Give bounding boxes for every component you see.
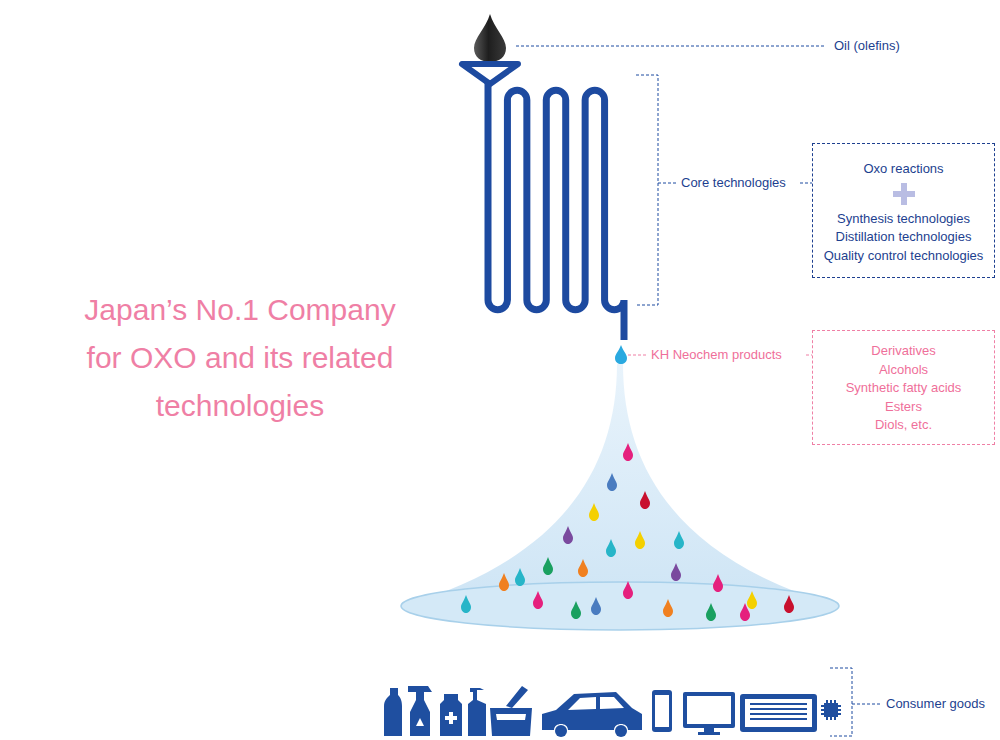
pump-icon <box>468 688 486 736</box>
color-drop <box>589 503 599 521</box>
chip-pin <box>830 717 832 720</box>
chip-icon <box>824 703 838 717</box>
chip-pin <box>826 717 828 720</box>
car-icon <box>542 692 642 730</box>
box-text: Synthesis technologies <box>819 210 988 229</box>
color-drop <box>706 603 716 621</box>
product-drop <box>615 345 627 364</box>
color-drop <box>571 601 581 619</box>
chip-pin <box>834 700 836 703</box>
color-drop <box>563 526 573 544</box>
spray-base <box>401 582 839 630</box>
color-drop <box>623 581 633 599</box>
leader-line <box>516 46 826 47</box>
color-drop <box>640 491 650 509</box>
color-drop <box>635 531 645 549</box>
vent-line <box>750 703 807 705</box>
color-drop <box>713 574 723 592</box>
aircon-icon <box>740 694 817 732</box>
monitor-icon <box>683 692 735 728</box>
color-drop <box>674 531 684 549</box>
callout-label: Core technologies <box>681 175 786 191</box>
box-text: Alcohols <box>819 361 988 380</box>
chip-pin <box>834 717 836 720</box>
chip-pin <box>830 700 832 703</box>
vent-line <box>750 713 807 715</box>
box-text: Oxo reactions <box>819 160 988 179</box>
color-drop <box>515 568 525 586</box>
plus-sign <box>892 182 916 206</box>
bracket <box>830 668 852 736</box>
box-text: Quality control technologies <box>819 247 988 266</box>
consumer-icons <box>384 686 841 737</box>
color-drop <box>578 559 588 577</box>
spray-icon <box>408 686 432 736</box>
color-drop <box>533 591 543 609</box>
dashed-box: DerivativesAlcoholsSynthetic fatty acids… <box>812 330 995 445</box>
medicine-icon <box>440 694 462 736</box>
bracket <box>636 75 658 305</box>
color-drop <box>499 573 509 591</box>
color-drop <box>591 597 601 615</box>
leader-line <box>658 183 676 184</box>
chip-pin <box>838 705 841 707</box>
leader-line <box>628 355 647 356</box>
color-drop <box>740 603 750 621</box>
color-drop <box>663 599 673 617</box>
leader-line <box>800 183 812 184</box>
paint-icon <box>490 686 532 736</box>
leader-line <box>852 704 882 705</box>
box-text: Distillation technologies <box>819 228 988 247</box>
chip-pin <box>838 709 841 711</box>
dashed-box: Oxo reactionsSynthesis technologiesDisti… <box>812 143 995 278</box>
box-text: Synthetic fatty acids <box>819 379 988 398</box>
callout-label: Consumer goods <box>886 696 985 712</box>
spray-cone <box>402 364 838 606</box>
phone-icon <box>652 690 672 732</box>
color-drop <box>543 557 553 575</box>
chip-pin <box>821 705 824 707</box>
color-drop <box>747 591 757 609</box>
reactor-tube <box>488 80 624 340</box>
chip-pin <box>821 709 824 711</box>
chip-pin <box>838 713 841 715</box>
box-text: Derivatives <box>819 342 988 361</box>
box-text: Diols, etc. <box>819 416 988 435</box>
callout-label: KH Neochem products <box>651 347 782 363</box>
detergent-icon <box>384 688 402 736</box>
oil-drop <box>474 14 506 62</box>
callout-label: Oil (olefins) <box>834 38 900 54</box>
box-text: Esters <box>819 398 988 417</box>
vent-line <box>750 708 807 710</box>
vent-line <box>750 718 807 720</box>
color-drop <box>461 595 471 613</box>
chip-pin <box>821 713 824 715</box>
color-drop <box>671 563 681 581</box>
color-drop <box>623 443 633 461</box>
headline: Japan’s No.1 Company for OXO and its rel… <box>70 286 410 430</box>
color-drop <box>784 595 794 613</box>
color-drop <box>606 539 616 557</box>
chip-pin <box>826 700 828 703</box>
color-drop <box>607 473 617 491</box>
